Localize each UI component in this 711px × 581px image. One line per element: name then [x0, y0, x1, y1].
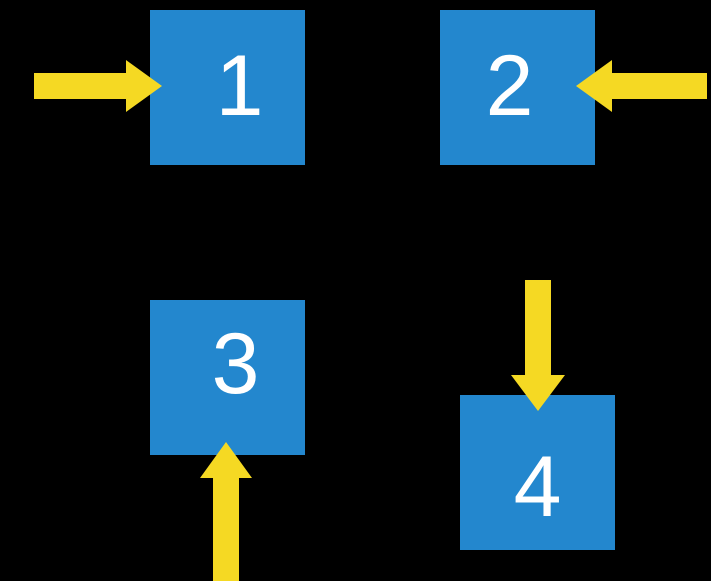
arrow-left-icon	[576, 60, 707, 112]
node-label-3: 3	[211, 315, 260, 412]
node-box-3[interactable]: 3	[150, 300, 305, 455]
node-label-2: 2	[485, 37, 534, 134]
node-box-2[interactable]: 2	[440, 10, 595, 165]
node-label-1: 1	[215, 37, 264, 134]
arrow-down-icon	[511, 280, 565, 411]
node-label-4: 4	[513, 438, 562, 535]
node-box-1[interactable]: 1	[150, 10, 305, 165]
arrow-up-icon	[200, 442, 252, 581]
arrow-right-icon	[34, 60, 162, 112]
node-box-4[interactable]: 4	[460, 395, 615, 550]
